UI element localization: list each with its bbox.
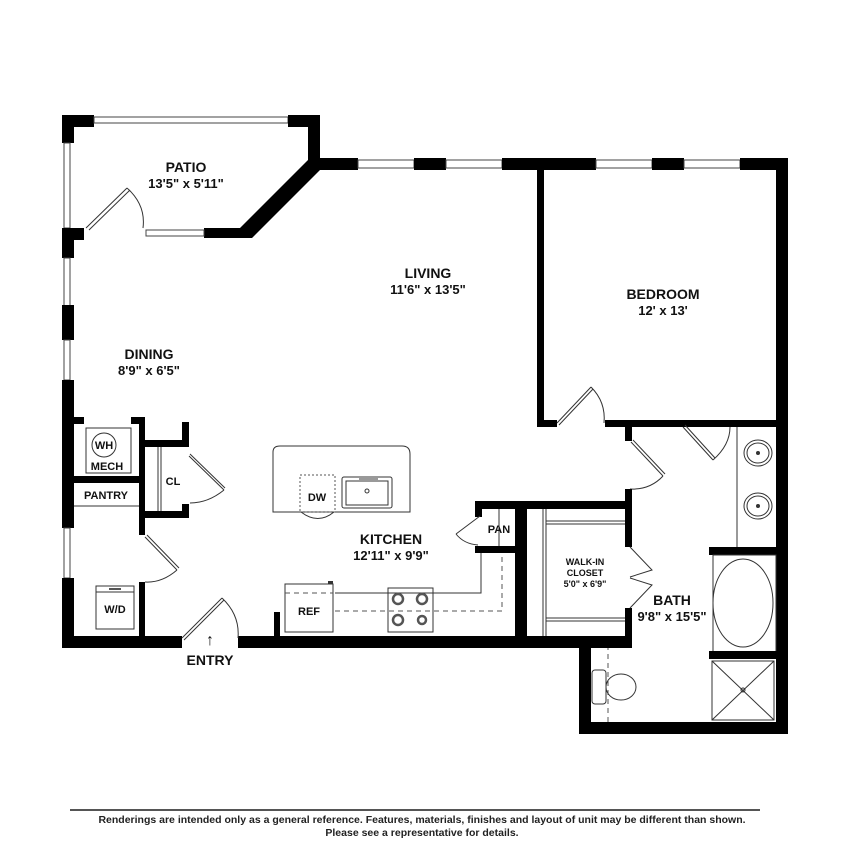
kitchen-dims: 12'11" x 9'9" [353, 548, 429, 563]
toilet [579, 645, 788, 734]
bath-label: BATH [653, 592, 691, 608]
pantry-label: PANTRY [84, 490, 129, 502]
bath-door[interactable] [629, 439, 666, 490]
patio-dims: 13'5" x 5'11" [148, 176, 224, 191]
east-wall [776, 158, 788, 734]
dining-dims: 8'9" x 6'5" [118, 363, 180, 378]
bath-wall-stub [625, 427, 632, 441]
walkin-label-1: WALK-IN [566, 557, 605, 567]
shower [711, 660, 775, 721]
kitchen-island [272, 445, 411, 519]
bath-vanity-door[interactable] [682, 424, 731, 461]
coat-closet [145, 422, 189, 518]
bath-dims: 9'8" x 15'5" [637, 609, 706, 624]
walkin-label-2: CLOSET [567, 568, 604, 578]
pan-label: PAN [488, 524, 510, 536]
patio-label: PATIO [166, 159, 207, 175]
bedroom-label: BEDROOM [626, 286, 699, 302]
living-label: LIVING [405, 265, 452, 281]
patio-door[interactable] [85, 187, 144, 231]
wd-label: W/D [104, 604, 125, 616]
disclaimer-line-2: Please see a representative for details. [325, 827, 519, 839]
cl-door[interactable] [188, 453, 226, 504]
bath-west-wall [625, 489, 632, 511]
west-wall [62, 228, 74, 648]
entry-arrow-icon: ↑ [206, 632, 214, 649]
vanity [736, 427, 773, 547]
bedroom-walls [537, 168, 778, 427]
mech-label: MECH [91, 461, 123, 473]
laundry-walls [95, 517, 145, 640]
dining-label: DINING [125, 346, 174, 362]
entry-label: ENTRY [187, 652, 235, 668]
bedroom-dims: 12' x 13' [638, 303, 688, 318]
pan-door[interactable] [455, 515, 481, 546]
walkin-dims: 5'0" x 6'9" [564, 579, 607, 589]
cl-label: CL [166, 476, 181, 488]
north-wall [308, 158, 788, 170]
bathtub [709, 547, 778, 659]
footer-divider [70, 809, 760, 811]
ref-label: REF [298, 606, 320, 618]
kitchen-label: KITCHEN [360, 531, 422, 547]
dw-label: DW [308, 492, 327, 504]
bedroom-door[interactable] [556, 386, 605, 426]
kitchen-counter [284, 553, 503, 633]
kitchen-pantry-walls [475, 501, 522, 648]
disclaimer-line-1: Renderings are intended only as a genera… [98, 814, 746, 826]
south-wall [62, 612, 591, 648]
walkin-closet-door[interactable] [629, 546, 653, 609]
mech-closet [72, 417, 145, 517]
laundry-door[interactable] [144, 534, 180, 583]
living-dims: 11'6" x 13'5" [390, 282, 466, 297]
entry-door[interactable] [181, 597, 239, 641]
wh-label: WH [95, 440, 113, 452]
